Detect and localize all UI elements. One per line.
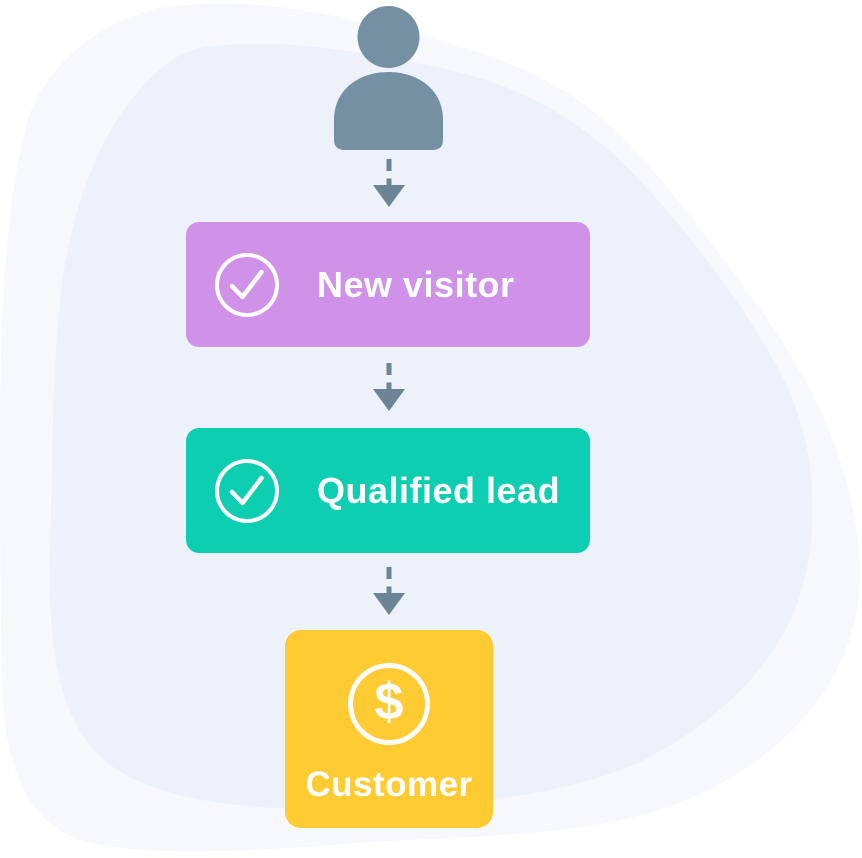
user-silhouette-icon <box>334 6 443 150</box>
dashed-down-arrow-icon <box>373 363 405 411</box>
check-circle-icon <box>215 458 279 523</box>
step-label-new-visitor: New visitor <box>317 263 515 305</box>
check-circle-ring <box>215 458 279 523</box>
check-circle-ring <box>215 252 279 317</box>
dollar-glyph: $ <box>374 673 404 731</box>
dashed-down-arrow-icon <box>373 567 405 615</box>
user-head <box>357 6 420 68</box>
user-body <box>334 72 443 150</box>
step-customer: $ Customer <box>285 630 493 828</box>
dollar-circle-icon: $ <box>348 663 430 745</box>
check-circle-icon <box>215 252 279 317</box>
arrow-head <box>373 185 405 207</box>
arrow-head <box>373 389 405 411</box>
step-qualified-lead: Qualified lead <box>186 428 590 553</box>
check-mark <box>229 475 264 505</box>
step-label-qualified-lead: Qualified lead <box>317 469 561 511</box>
check-mark <box>229 269 264 299</box>
step-new-visitor: New visitor <box>186 222 590 347</box>
arrow-head <box>373 593 405 615</box>
dashed-down-arrow-icon <box>373 159 405 207</box>
step-label-customer: Customer <box>305 765 473 804</box>
